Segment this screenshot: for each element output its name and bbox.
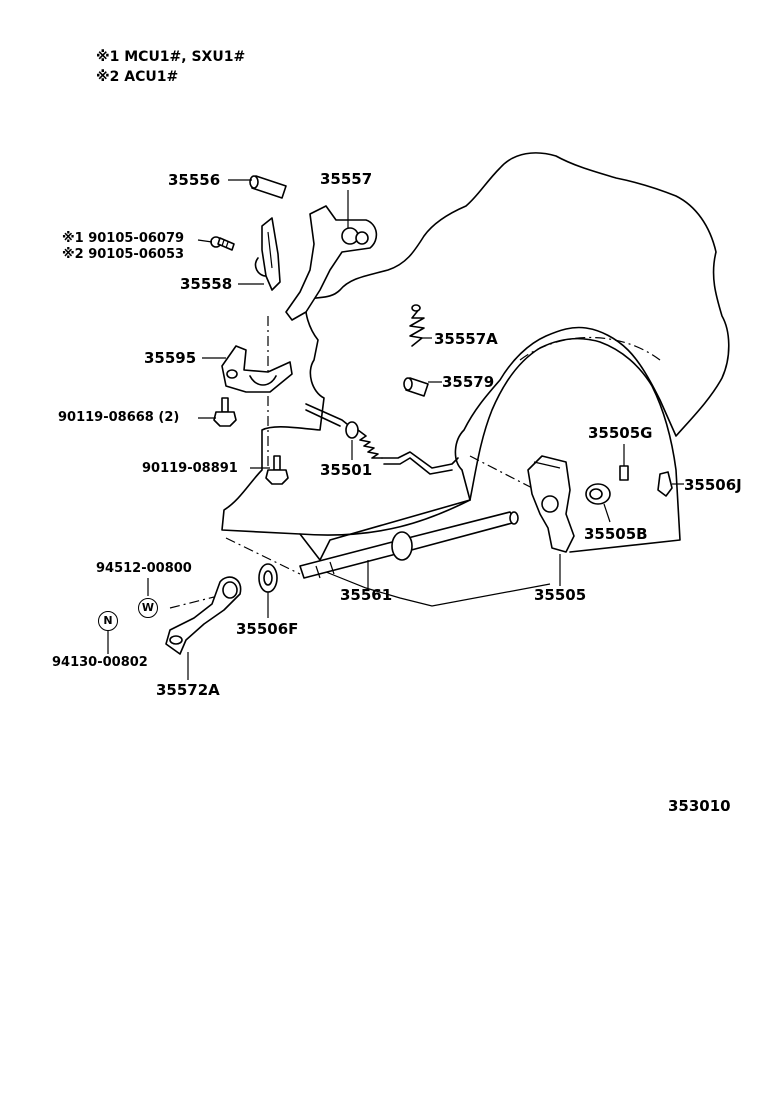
label-35501: 35501 xyxy=(320,461,373,479)
note-2-mark: ※2 xyxy=(96,69,120,85)
label-90119-08891: 90119-08891 xyxy=(142,461,238,476)
pin-35505g xyxy=(619,465,629,481)
plate-35558 xyxy=(254,217,281,291)
bolt-90105 xyxy=(210,236,235,251)
bolt-90119-08891 xyxy=(265,455,289,485)
nut-mark-n: N xyxy=(98,611,118,631)
label-35595: 35595 xyxy=(144,349,197,367)
spring-35557a xyxy=(409,304,425,347)
note-1-text: MCU1#, SXU1# xyxy=(124,49,246,65)
label-35506j: 35506J xyxy=(684,476,742,494)
label-35505g: 35505G xyxy=(588,424,653,442)
label-35505b: 35505B xyxy=(584,525,648,543)
label-35579: 35579 xyxy=(442,373,495,391)
pin-35579 xyxy=(403,377,429,397)
lever-35572a xyxy=(165,576,242,655)
housing-rim xyxy=(519,337,661,361)
cable-35501 xyxy=(305,403,459,475)
label-35557a: 35557A xyxy=(434,330,498,348)
lever-35505 xyxy=(527,455,575,553)
bracket-35595 xyxy=(221,345,293,393)
washer-mark-w: W xyxy=(138,598,158,618)
note-2-text: ACU1# xyxy=(124,69,179,85)
assembly-line-shaft xyxy=(225,537,301,575)
clip-35506j xyxy=(657,471,673,497)
lever-35557 xyxy=(285,205,378,321)
label-90119-08668: 90119-08668 (2) xyxy=(58,410,180,425)
label-94512-00800: 94512-00800 xyxy=(96,561,192,576)
bolt-90119-08668 xyxy=(213,397,237,427)
label-90105-06079: ※1 90105-06079 xyxy=(62,231,185,246)
shaft-35561 xyxy=(299,511,519,579)
transmission-housing-outline xyxy=(221,152,730,561)
note-1-mark: ※1 xyxy=(96,49,120,65)
label-94130-00802: 94130-00802 xyxy=(52,655,148,670)
label-35572a: 35572A xyxy=(156,681,220,699)
diagram-code: 353010 xyxy=(668,797,731,815)
label-35506f: 35506F xyxy=(236,620,299,638)
seal-35506f xyxy=(258,563,278,593)
label-35561: 35561 xyxy=(340,586,393,604)
label-35556: 35556 xyxy=(168,171,221,189)
note-2: ※2 ACU1# xyxy=(96,68,178,86)
leader-lines xyxy=(107,179,684,680)
bush-35505b xyxy=(585,483,611,505)
label-35505: 35505 xyxy=(534,586,587,604)
label-35557: 35557 xyxy=(320,170,373,188)
label-90105-06053: ※2 90105-06053 xyxy=(62,247,185,262)
housing-lower-edge xyxy=(299,499,471,536)
pin-35556 xyxy=(249,175,287,199)
label-35558: 35558 xyxy=(180,275,233,293)
assembly-line-lever xyxy=(469,455,541,493)
note-1: ※1 MCU1#, SXU1# xyxy=(96,48,245,66)
